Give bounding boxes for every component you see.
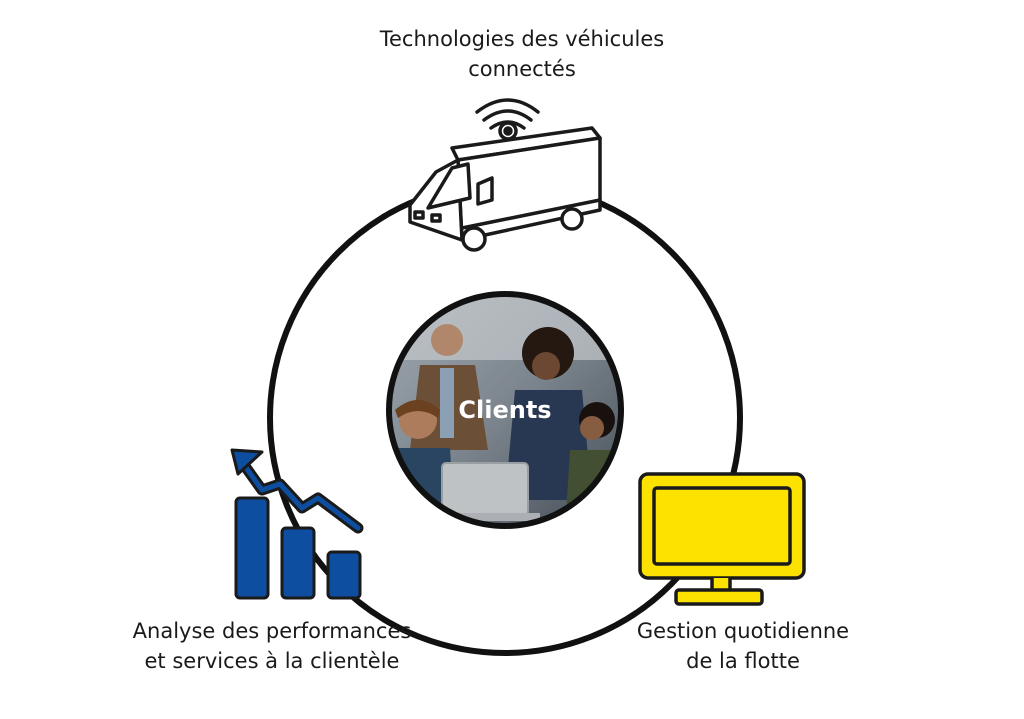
chart-bar-3 [326,550,362,600]
clients-photo [389,294,621,526]
label-top-line2: connectés [468,57,576,81]
chart-bar-2 [280,526,316,600]
chart-bar-1 [234,496,270,600]
label-right-line1: Gestion quotidienne [636,619,850,643]
label-fleet-management: Gestion quotidienne de la flotte [578,616,908,676]
clients-photo-border [386,291,624,529]
bar-chart-trend-icon [230,448,364,600]
label-top-line1: Technologies des véhicules [379,27,665,51]
label-left-line2: et services à la clientèle [144,649,400,673]
monitor-icon [638,472,806,606]
label-connected-vehicle-tech: Technologies des véhicules connectés [312,24,732,84]
label-performance-analysis: Analyse des performances et services à l… [92,616,452,676]
label-right-line2: de la flotte [686,649,800,673]
connected-van-icon [408,98,602,252]
center-label: Clients [458,396,551,424]
trend-arrowhead [230,448,264,476]
label-left-line1: Analyse des performances [132,619,412,643]
